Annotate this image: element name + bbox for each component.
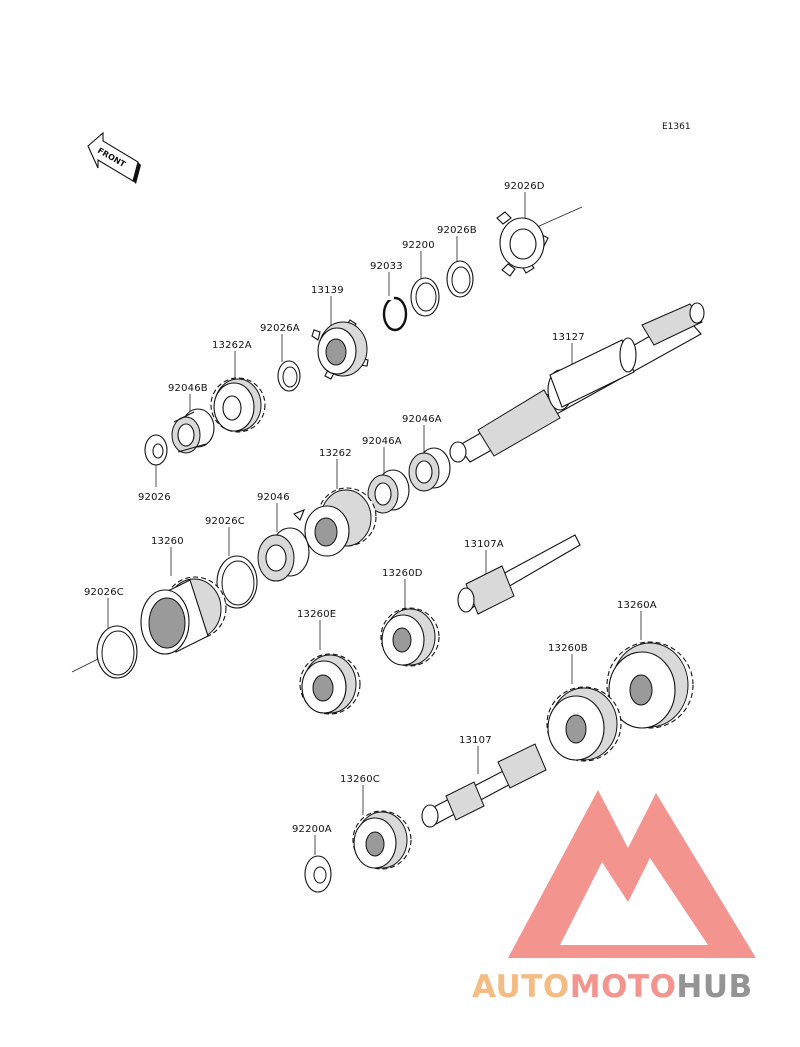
label-13107A: 13107A [464,539,504,550]
diagram-code: E1361 [662,122,691,132]
automotohub-watermark: AUTOMOTOHUB [472,790,756,1005]
part-92200-washer [410,277,440,317]
label-92026D: 92026D [504,181,545,192]
label-92200: 92200 [402,240,435,251]
label-13262A: 13262A [212,340,252,351]
part-13107A-counter-shaft [457,534,581,615]
label-13262: 13262 [319,448,352,459]
part-13260A-gear [606,641,694,729]
label-13260E: 13260E [297,609,336,620]
label-92026A: 92026A [260,323,300,334]
label-92046: 92046 [257,492,290,503]
part-92046-bearing [257,527,310,582]
part-92026C-ring-upper [216,555,258,609]
part-92026D-collar [496,211,549,277]
label-92046A-upper: 92046A [402,414,442,425]
watermark-hub: HUB [676,969,752,1005]
part-13139-shift-dog [311,319,369,380]
label-92026: 92026 [138,492,171,503]
label-13260C: 13260C [340,774,380,785]
part-13262-gear [293,487,377,557]
label-92046A-lower: 92046A [362,436,402,447]
part-92200A-washer [304,855,332,893]
part-92026B-washer [446,260,474,298]
label-92046B: 92046B [168,383,208,394]
label-13127: 13127 [552,332,585,343]
front-direction-arrow-icon: FRONT [87,131,141,184]
watermark-auto: AUTO [472,969,570,1005]
label-13107: 13107 [459,735,492,746]
label-13260A: 13260A [617,600,657,611]
part-13260C-gear [352,810,412,870]
part-13260E-gear [299,653,361,715]
label-13260: 13260 [151,536,184,547]
watermark-moto: MOTO [570,969,677,1005]
part-13127-main-shaft [449,302,705,463]
part-13262A-gear [210,377,266,433]
label-13260B: 13260B [548,643,588,654]
label-92026C-lower: 92026C [84,587,124,598]
part-92026-washer [144,434,168,466]
label-92200A: 92200A [292,824,332,835]
axis-line-top [536,206,583,228]
part-13260B-gear [546,686,622,762]
watermark-logo-icon [508,790,756,958]
part-13107-output-shaft [421,743,547,828]
part-92026C-ring-lower [96,625,138,679]
part-13260-gear [140,576,227,655]
label-13260D: 13260D [382,568,423,579]
part-92026A-washer [277,360,301,392]
part-92046A-bearing-upper [408,447,451,492]
label-13139: 13139 [311,285,344,296]
watermark-text: AUTOMOTOHUB [472,969,753,1005]
label-92026C-upper: 92026C [205,516,245,527]
part-92046A-bearing-lower [367,469,410,514]
label-92033: 92033 [370,261,403,272]
part-92046B-needle-bearing [171,408,215,454]
label-92026B: 92026B [437,225,477,236]
part-13260D-gear [380,607,440,667]
part-92033-circlip [382,296,408,332]
part-labels: 92026D 92026B 92200 92033 13139 92026A 1… [84,181,657,835]
